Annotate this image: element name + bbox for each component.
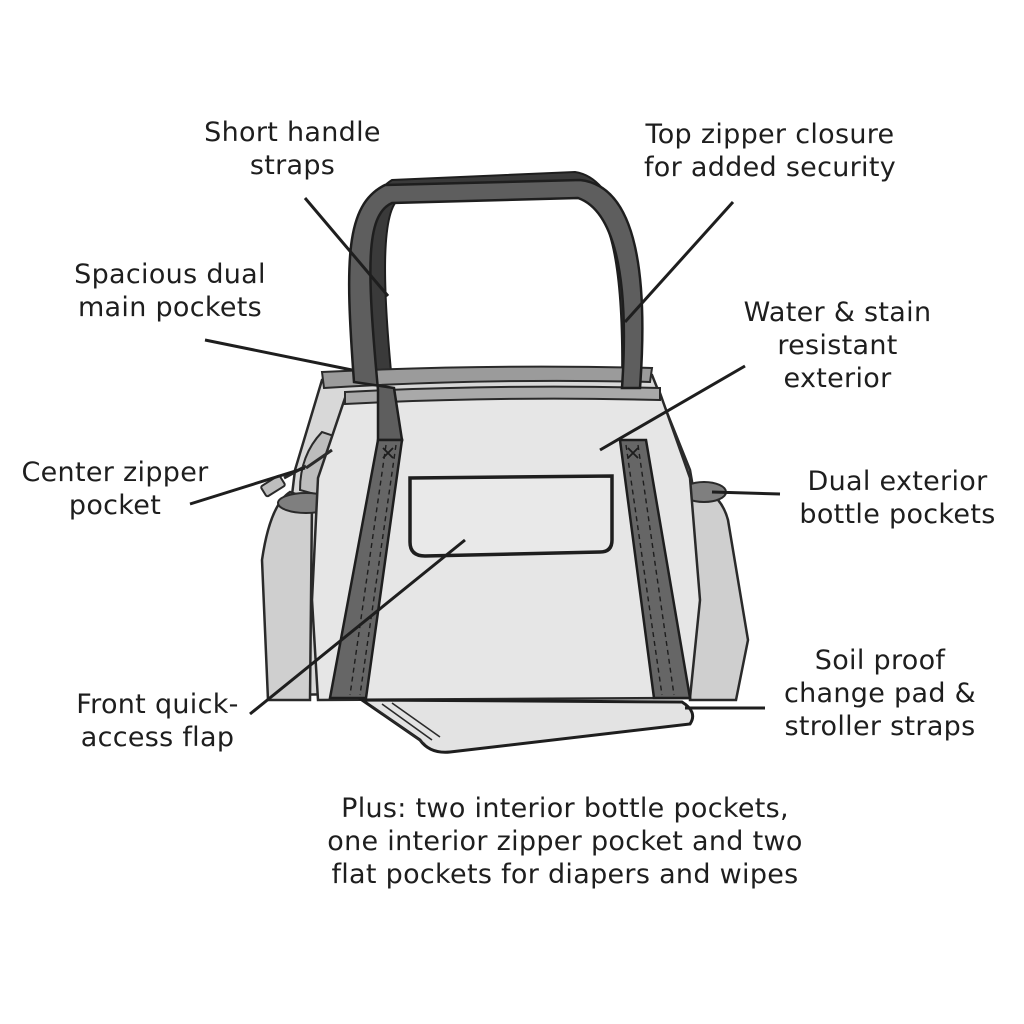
front-handle-strap [347,178,644,442]
callout-dual-bottle-pockets: Dual exterior bottle pockets [799,466,996,530]
right-strap-front [618,438,692,700]
callout-spacious-main-pockets: Spacious dual main pockets [74,259,266,323]
callout-center-zipper-pocket: Center zipper pocket [21,457,209,521]
callout-leader-lines [189,197,781,716]
strap-stitch-x-icon [382,447,639,459]
bag-back-rim [320,365,654,390]
footnote-interior-pockets: Plus: two interior bottle pockets, one i… [327,793,803,890]
front-flap [408,474,614,558]
callout-soil-proof-change-pad: Soil proof change pad & stroller straps [783,645,976,742]
bag-front-rim [344,385,661,406]
callout-short-handle-straps: Short handle straps [204,117,381,181]
callout-water-stain-resistant: Water & stain resistant exterior [743,297,932,394]
callout-top-zipper-closure: Top zipper closure for added security [643,119,897,183]
callout-front-quick-access-flap: Front quick- access flap [76,689,239,753]
